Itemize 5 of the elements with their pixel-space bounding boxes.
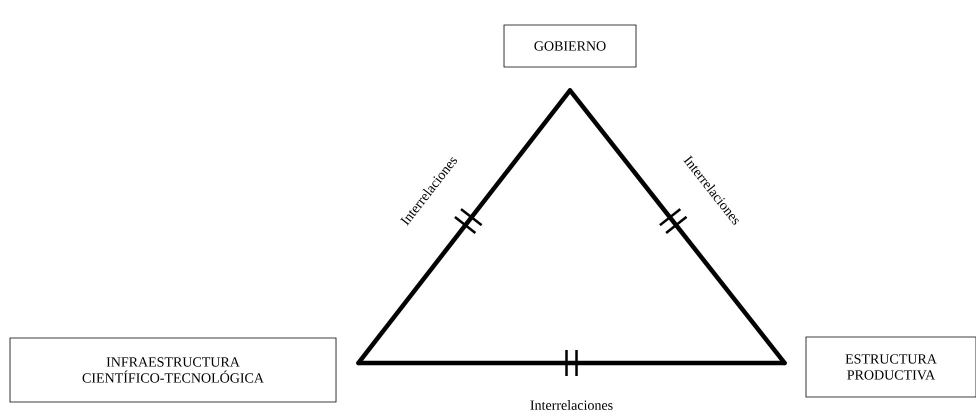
- triangle-side: [356, 360, 787, 366]
- edge-label: Interrelaciones: [528, 399, 614, 411]
- concept-box: GOBIERNO: [504, 24, 636, 68]
- concept-box: ESTRUCTURA PRODUCTIVA: [806, 336, 976, 398]
- concept-box: INFRAESTRUCTURA CIENTÍFICO-TECNOLÓGICA: [10, 338, 336, 402]
